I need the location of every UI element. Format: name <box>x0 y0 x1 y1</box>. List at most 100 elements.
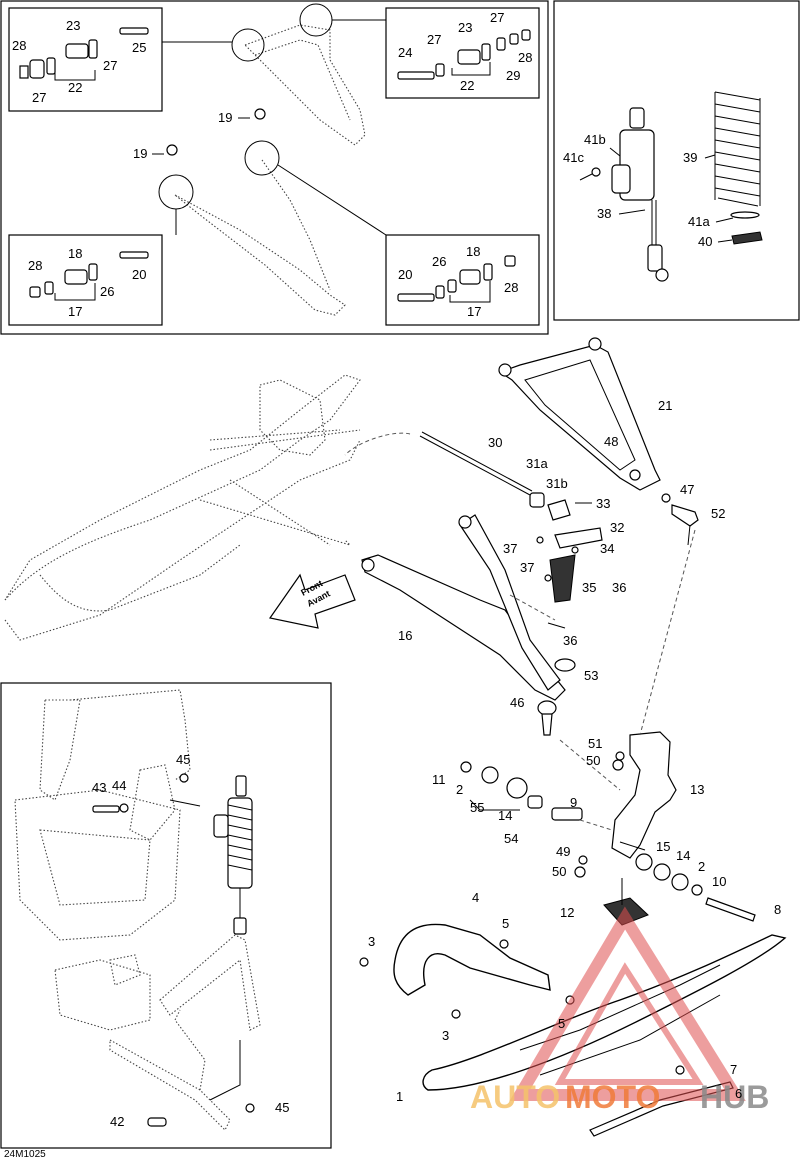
callout-label: 28 <box>518 50 532 65</box>
callout-label: 18 <box>68 246 82 261</box>
callout-label: 39 <box>683 150 697 165</box>
callout-label: 14 <box>676 848 690 863</box>
callout-label: 41b <box>584 132 606 147</box>
callout-label: 10 <box>712 874 726 889</box>
callout-label: 28 <box>28 258 42 273</box>
callout-label: 22 <box>68 80 82 95</box>
callout-label: 19 <box>133 146 147 161</box>
callout-label: 21 <box>658 398 672 413</box>
watermark-prefix: AUTO <box>470 1079 560 1115</box>
ball-joint-upper <box>661 493 699 546</box>
callouts-lower-right: 20 26 18 28 17 <box>398 244 518 319</box>
bushing-assembly-upper-right <box>397 29 531 80</box>
inset-lower-right <box>385 234 540 326</box>
callout-label: 9 <box>570 795 577 810</box>
callout-label: 50 <box>586 753 600 768</box>
callout-label: 18 <box>466 244 480 259</box>
lower-a-arm <box>361 514 576 701</box>
inset-upper-left <box>8 7 163 112</box>
callout-label: 2 <box>456 782 463 797</box>
callout-label: 15 <box>656 839 670 854</box>
callout-label: 45 <box>275 1100 289 1115</box>
lower-a-arm-outline <box>158 140 387 316</box>
callout-label: 41c <box>563 150 584 165</box>
callout-label: 35 <box>582 580 596 595</box>
callouts-top-right: 24 27 23 27 22 28 29 <box>398 10 532 93</box>
callout-label: 37 <box>520 560 534 575</box>
callouts-top-left: 28 23 25 27 22 27 <box>12 18 146 105</box>
chassis-frame-outline <box>4 374 361 641</box>
callout-label: 51 <box>588 736 602 751</box>
callouts-main: 21 48 47 52 30 31a 31b 33 32 37 34 37 35… <box>368 398 781 1104</box>
front-frame-detail <box>14 689 261 1131</box>
callout-label: 22 <box>460 78 474 93</box>
callouts-shock: 41b 41c 38 39 41a 40 <box>563 132 734 249</box>
spindle-bushings-right <box>574 751 756 922</box>
callout-label: 27 <box>427 32 441 47</box>
callout-label: 17 <box>68 304 82 319</box>
callout-label: 30 <box>488 435 502 450</box>
inset-lower-left <box>8 234 163 326</box>
callout-label: 55 <box>470 800 484 815</box>
callout-label: 29 <box>506 68 520 83</box>
upper-a-arm-outline <box>162 3 386 146</box>
callout-label: 3 <box>442 1028 449 1043</box>
watermark-logo: AUTO MOTO HUB <box>470 1079 769 1115</box>
callout-label: 27 <box>32 90 46 105</box>
drawing-code: 24M1025 <box>4 1149 46 1160</box>
shock-detail-frame <box>553 0 800 321</box>
callout-label: 6 <box>735 1086 742 1101</box>
callout-label: 2 <box>698 859 705 874</box>
callout-label: 43 <box>92 780 106 795</box>
callout-label: 36 <box>612 580 626 595</box>
callout-label: 23 <box>66 18 80 33</box>
callout-label: 27 <box>103 58 117 73</box>
callout-label: 34 <box>600 541 614 556</box>
spindle-bushings-left <box>460 761 613 831</box>
chassis-detail-frame <box>0 682 332 1149</box>
upper-a-arm <box>498 337 661 491</box>
ski-handle <box>359 923 575 1019</box>
spring-retainer <box>730 211 763 245</box>
callout-label: 42 <box>110 1114 124 1129</box>
callout-label: 31a <box>526 456 548 471</box>
callout-label: 50 <box>552 864 566 879</box>
watermark-triangle <box>509 906 746 1101</box>
callout-label: 45 <box>176 752 190 767</box>
callout-label: 5 <box>502 916 509 931</box>
callout-label: 25 <box>132 40 146 55</box>
callout-label: 19 <box>218 110 232 125</box>
coil-spring <box>714 91 761 207</box>
callout-label: 24 <box>398 45 412 60</box>
bushing-assembly-upper-left <box>19 27 149 81</box>
callout-label: 53 <box>584 668 598 683</box>
callout-label: 14 <box>498 808 512 823</box>
callout-label: 5 <box>558 1016 565 1031</box>
callout-label: 41a <box>688 214 710 229</box>
callout-label: 44 <box>112 778 126 793</box>
bushing-assembly-lower-right <box>397 255 516 303</box>
callout-label: 40 <box>698 234 712 249</box>
callout-label: 28 <box>504 280 518 295</box>
sway-bar-link <box>344 431 592 521</box>
callout-label: 28 <box>12 38 26 53</box>
callouts-lower-left-frame: 45 43 44 42 45 <box>92 752 289 1129</box>
callout-label: 36 <box>563 633 577 648</box>
sway-bar-bracket <box>536 527 603 629</box>
callouts-lower-left: 28 18 20 26 17 <box>28 246 146 319</box>
callout-label: 20 <box>398 267 412 282</box>
callout-label: 37 <box>503 541 517 556</box>
callout-label: 31b <box>546 476 568 491</box>
callout-label: 48 <box>604 434 618 449</box>
bushing-assembly-lower-left <box>29 251 149 301</box>
front-direction-arrow <box>268 573 356 629</box>
chassis-shock <box>213 775 253 935</box>
callout-label: 23 <box>458 20 472 35</box>
callout-label: 54 <box>504 831 518 846</box>
callout-label: 20 <box>132 267 146 282</box>
callout-label: 16 <box>398 628 412 643</box>
inset-upper-right <box>385 7 540 99</box>
callout-label: 3 <box>368 934 375 949</box>
callout-label: 11 <box>432 772 446 787</box>
